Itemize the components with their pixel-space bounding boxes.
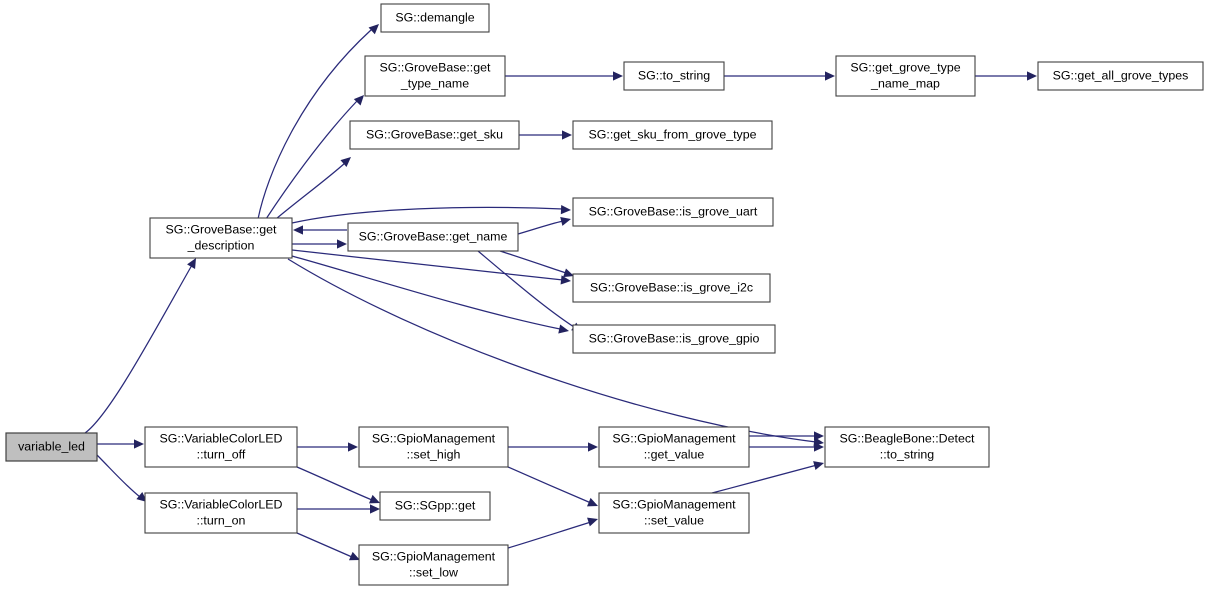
- node-box-get_grove_type_name_map[interactable]: [835, 55, 976, 97]
- edge-set_low-to-set_value: [507, 521, 592, 549]
- node-get_value[interactable]: SG::GpioManagement::get_value: [598, 426, 750, 468]
- edge-get_description-to-get_type_name: [265, 100, 358, 220]
- node-set_value[interactable]: SG::GpioManagement::set_value: [598, 492, 750, 534]
- node-box-get_sku_from_grove_type[interactable]: [572, 120, 773, 150]
- node-set_high[interactable]: SG::GpioManagement::set_high: [358, 426, 509, 468]
- edge-set_value-to-bb_to_string: [711, 464, 818, 494]
- arrowhead-icon: [560, 216, 571, 226]
- arrowhead-icon: [348, 551, 360, 561]
- arrowhead-icon: [558, 324, 569, 334]
- node-get_type_name[interactable]: SG::GroveBase::get_type_name: [364, 55, 506, 97]
- node-box-to_string[interactable]: [623, 61, 725, 91]
- node-to_string[interactable]: SG::to_string: [623, 61, 725, 91]
- node-box-get_description[interactable]: [149, 217, 293, 259]
- arrowhead-icon: [370, 504, 380, 514]
- node-get_description[interactable]: SG::GroveBase::get_description: [149, 217, 293, 259]
- arrowhead-icon: [586, 497, 598, 507]
- edge-get_description-to-demangle: [257, 29, 372, 220]
- arrowhead-icon: [134, 439, 144, 449]
- edge-get_name-to-is_grove_uart: [517, 220, 564, 235]
- arrowhead-icon: [587, 517, 598, 527]
- arrowhead-icon: [562, 130, 572, 140]
- arrowhead-icon: [136, 492, 147, 502]
- edge-get_description-to-is_grove_uart: [291, 206, 564, 224]
- node-box-is_grove_gpio[interactable]: [572, 324, 776, 354]
- node-box-get_type_name[interactable]: [364, 55, 506, 97]
- node-box-get_all_grove_types[interactable]: [1037, 61, 1204, 91]
- node-get_grove_type_name_map[interactable]: SG::get_grove_type_name_map: [835, 55, 976, 97]
- edge-turn_off-to-sgpp_get: [296, 466, 373, 501]
- node-box-demangle[interactable]: [380, 3, 490, 33]
- node-variable_led[interactable]: variable_led: [5, 432, 98, 462]
- arrowhead-icon: [813, 461, 824, 470]
- node-turn_off[interactable]: SG::VariableColorLED::turn_off: [144, 426, 298, 468]
- arrowhead-icon: [563, 268, 574, 278]
- node-box-get_name[interactable]: [347, 222, 519, 252]
- edge-get_description-to-is_grove_gpio: [291, 255, 561, 330]
- edge-get_description-to-is_grove_i2c: [291, 249, 564, 281]
- edge-set_high-to-set_value: [507, 466, 592, 504]
- node-box-turn_off[interactable]: [144, 426, 298, 468]
- arrowhead-icon: [560, 204, 571, 215]
- edge-get_description-to-get_sku: [275, 162, 346, 220]
- arrowhead-icon: [588, 442, 598, 452]
- edge-layer: [84, 24, 1037, 561]
- node-box-set_value[interactable]: [598, 492, 750, 534]
- node-box-is_grove_uart[interactable]: [572, 197, 774, 227]
- node-demangle[interactable]: SG::demangle: [380, 3, 490, 33]
- arrowhead-icon: [348, 442, 358, 452]
- node-box-get_sku[interactable]: [349, 120, 520, 150]
- arrowhead-icon: [814, 442, 824, 452]
- node-set_low[interactable]: SG::GpioManagement::set_low: [358, 544, 509, 586]
- arrowhead-icon: [814, 431, 824, 441]
- node-get_all_grove_types[interactable]: SG::get_all_grove_types: [1037, 61, 1204, 91]
- arrowhead-icon: [560, 275, 571, 285]
- node-get_sku[interactable]: SG::GroveBase::get_sku: [349, 120, 520, 150]
- edge-get_name-to-is_grove_i2c: [499, 250, 567, 274]
- edge-variable_led-to-get_description: [84, 264, 193, 434]
- arrowhead-icon: [825, 71, 835, 81]
- node-is_grove_uart[interactable]: SG::GroveBase::is_grove_uart: [572, 197, 774, 227]
- node-box-set_high[interactable]: [358, 426, 509, 468]
- node-get_sku_from_grove_type[interactable]: SG::get_sku_from_grove_type: [572, 120, 773, 150]
- node-box-variable_led[interactable]: [5, 432, 98, 462]
- node-box-bb_to_string[interactable]: [824, 426, 990, 468]
- node-turn_on[interactable]: SG::VariableColorLED::turn_on: [144, 492, 298, 534]
- arrowhead-icon: [368, 494, 380, 504]
- node-is_grove_gpio[interactable]: SG::GroveBase::is_grove_gpio: [572, 324, 776, 354]
- node-bb_to_string[interactable]: SG::BeagleBone::Detect::to_string: [824, 426, 990, 468]
- arrowhead-icon: [353, 95, 364, 106]
- edge-variable_led-to-turn_on: [96, 454, 141, 498]
- arrowhead-icon: [613, 71, 623, 81]
- arrowhead-icon: [340, 157, 351, 168]
- edge-get_name-to-is_grove_gpio: [477, 250, 575, 328]
- arrowhead-icon: [337, 239, 347, 249]
- node-get_name[interactable]: SG::GroveBase::get_name: [347, 222, 519, 252]
- node-box-set_low[interactable]: [358, 544, 509, 586]
- node-box-turn_on[interactable]: [144, 492, 298, 534]
- arrowhead-icon: [293, 225, 303, 235]
- arrowhead-icon: [187, 258, 196, 269]
- node-layer: variable_led SG::demangleSG::GroveBase::g…: [5, 3, 1204, 586]
- node-box-get_value[interactable]: [598, 426, 750, 468]
- arrowhead-icon: [368, 24, 379, 35]
- edge-turn_on-to-set_low: [296, 532, 353, 558]
- node-is_grove_i2c[interactable]: SG::GroveBase::is_grove_i2c: [572, 273, 771, 303]
- arrowhead-icon: [1027, 71, 1037, 81]
- node-box-is_grove_i2c[interactable]: [572, 273, 771, 303]
- node-box-sgpp_get[interactable]: [379, 491, 491, 521]
- node-sgpp_get[interactable]: SG::SGpp::get: [379, 491, 491, 521]
